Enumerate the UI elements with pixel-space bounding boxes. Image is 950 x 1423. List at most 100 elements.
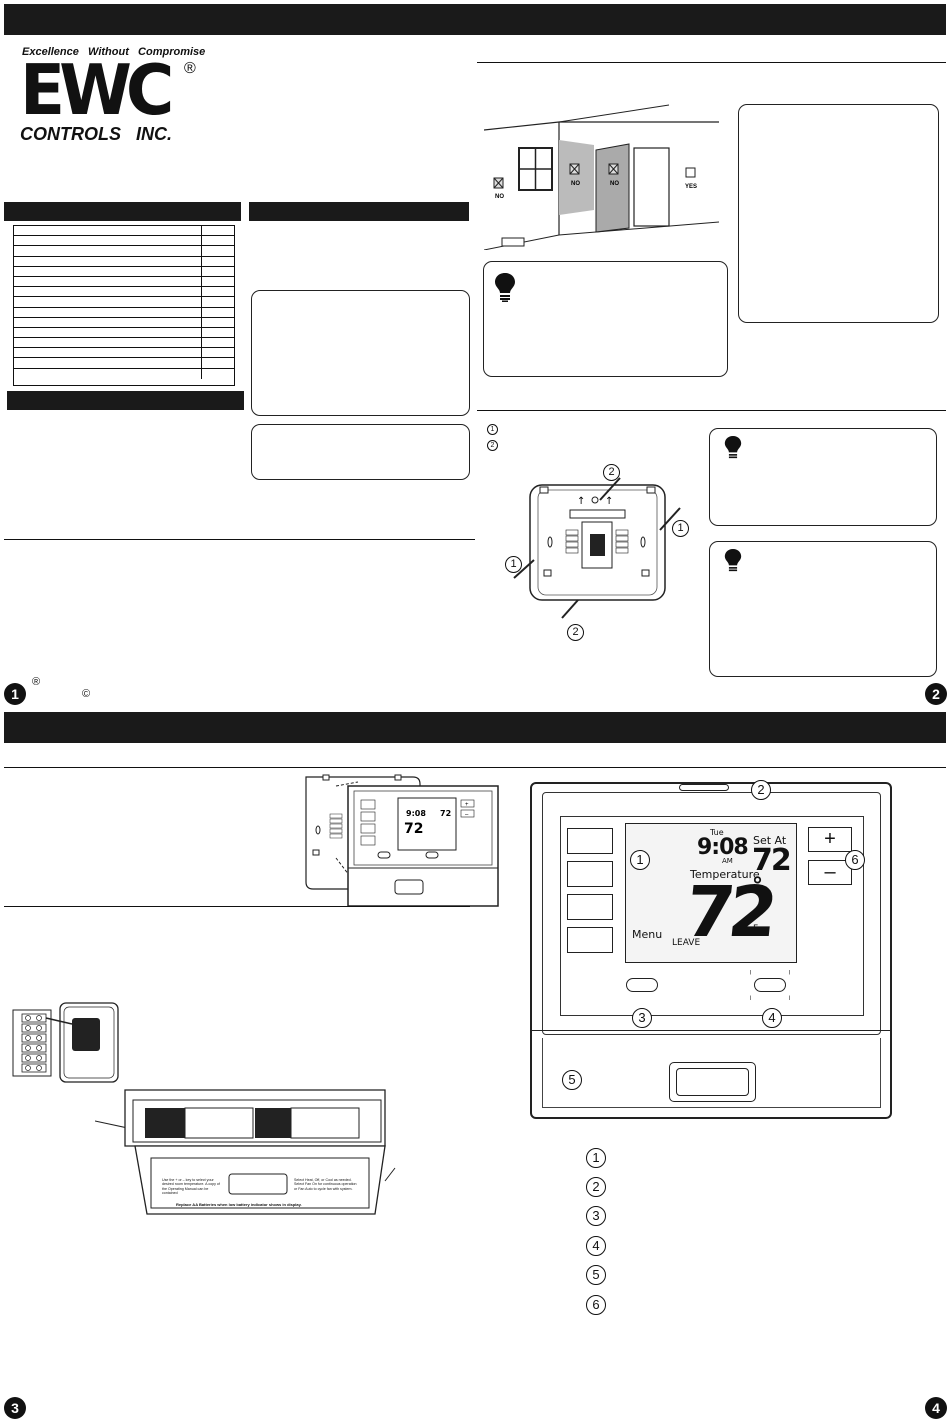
logo-tagline: Excellence Without Compromise: [22, 46, 206, 58]
mount-callout-right: 1: [672, 520, 689, 537]
battery-door-right-text: Select Heat, Off, or Cool as needed. Sel…: [294, 1178, 357, 1191]
wall-label-no-1: NO: [495, 194, 504, 200]
contents-table-page-cell: [201, 226, 234, 236]
battery-door[interactable]: [542, 1038, 881, 1108]
terminal-jumper-diagram: [12, 1002, 119, 1083]
svg-text:–: –: [465, 812, 469, 818]
lcd-menu: Menu: [632, 928, 663, 941]
system-switch[interactable]: [626, 978, 658, 992]
divider-left: [4, 539, 475, 540]
callout-3: 3: [632, 1008, 652, 1028]
logo-mark: EWC: [20, 50, 174, 131]
contents-table-page-cell: [201, 287, 234, 297]
side-key-2[interactable]: [567, 861, 613, 887]
registered-mark: ®: [32, 676, 41, 688]
thermostat-attach-diagram: +– 9:08 72 72: [305, 774, 499, 907]
contents-table-row: [14, 358, 234, 369]
section-bar-contents: [4, 202, 241, 221]
lcd-set-value: 72: [752, 843, 792, 878]
contents-table-page-cell: [201, 358, 234, 368]
svg-text:↑: ↑: [577, 496, 585, 507]
contents-table-row: [14, 338, 234, 349]
display-slot: [679, 784, 729, 791]
display-bezel: [560, 816, 864, 1016]
minus-button[interactable]: –: [808, 860, 852, 885]
wall-location-diagram: NO NO NO YES: [484, 104, 720, 250]
mount-callout-left: 1: [505, 556, 522, 573]
lcd-leave: LEAVE: [672, 938, 701, 948]
lightbulb-icon: [495, 273, 515, 302]
contents-table-page-cell: [201, 276, 234, 287]
wall-label-no-2: NO: [571, 181, 580, 187]
contents-table-page-cell: [201, 236, 234, 246]
callout-5: 5: [562, 1070, 582, 1090]
contents-table: [13, 225, 235, 386]
side-key-3[interactable]: [567, 894, 613, 920]
door-latch[interactable]: [669, 1062, 756, 1102]
callout-2: 2: [751, 780, 771, 800]
top-header-bar: [4, 4, 946, 35]
divider-right-top: [477, 62, 946, 63]
divider-left-lower: [4, 906, 470, 907]
contents-table-row: [14, 287, 234, 298]
lcd-screen: Tue 9:08 AM Set At 72 Temperature 72 ° F…: [625, 823, 797, 963]
contents-table-page-cell: [201, 256, 234, 266]
thermostat-front: Tue 9:08 AM Set At 72 Temperature 72 ° F…: [530, 780, 892, 1119]
lcd-degree: °: [752, 874, 763, 899]
callout-1: 1: [630, 850, 650, 870]
plus-button[interactable]: +: [808, 827, 852, 852]
tip-box-wiring: [709, 541, 937, 677]
tip-box-location: [483, 261, 728, 377]
battery-door-left-text: Use the + or – key to select your desire…: [162, 1178, 220, 1195]
door-latch-inner: [676, 1068, 749, 1096]
contents-table-page-cell: [201, 266, 234, 276]
wallplate-mounting-diagram: ↑ ↑: [513, 477, 681, 619]
svg-text:+: +: [465, 802, 469, 808]
wall-label-no-3: NO: [610, 181, 619, 187]
note-box-right: [738, 104, 939, 323]
copyright-mark: ©: [82, 688, 91, 700]
battery-compartment-diagram: [95, 1089, 396, 1215]
fan-switch[interactable]: [754, 978, 786, 992]
contents-table-page-cell: [201, 297, 234, 307]
lcd-time: 9:08: [697, 835, 749, 860]
small-lcd-time: 9:08: [406, 809, 426, 818]
battery-door-line: [532, 1030, 890, 1031]
contents-table-page-cell: [201, 307, 234, 317]
legend-number-6: 6: [586, 1295, 606, 1315]
logo-company: CONTROLS INC.: [20, 124, 172, 144]
contents-table-page-cell: [201, 348, 234, 358]
contents-table-row: [14, 307, 234, 318]
contents-table-row: [14, 276, 234, 288]
contents-table-page-cell: [201, 338, 234, 348]
page-number-1: 1: [4, 683, 26, 705]
bottom-header-bar: [4, 712, 946, 743]
contents-table-row: [14, 236, 234, 247]
contents-table-row: [14, 246, 234, 257]
contents-table-row: [14, 327, 234, 339]
lcd-ampm: AM: [722, 857, 733, 865]
page-number-3: 3: [4, 1397, 26, 1419]
small-lcd-set: 72: [440, 809, 451, 818]
section-bar-right: [249, 202, 469, 221]
note-box-1: [251, 290, 470, 416]
logo-registered: ®: [184, 60, 196, 77]
contents-table-row: [14, 266, 234, 277]
contents-table-row: [14, 256, 234, 267]
mount-callout-top: 2: [603, 464, 620, 481]
side-key-1[interactable]: [567, 828, 613, 854]
page-number-4: 4: [925, 1397, 947, 1419]
contents-table-page-cell: [201, 317, 234, 327]
callout-6: 6: [845, 850, 865, 870]
legend-number-4: 4: [586, 1236, 606, 1256]
side-key-4[interactable]: [567, 927, 613, 953]
svg-text:↑: ↑: [605, 496, 613, 507]
legend-number-3: 3: [586, 1206, 606, 1226]
note-box-2: [251, 424, 470, 480]
ewc-logo: Excellence Without Compromise EWC ® CONT…: [20, 46, 210, 146]
page-number-2: 2: [925, 683, 947, 705]
contents-table-page-cell: [201, 246, 234, 256]
contents-table-row: [14, 297, 234, 308]
thermostat-inner-frame: [542, 792, 881, 1035]
battery-door-bottom-text: Replace AA Batteries when low battery in…: [176, 1202, 302, 1207]
